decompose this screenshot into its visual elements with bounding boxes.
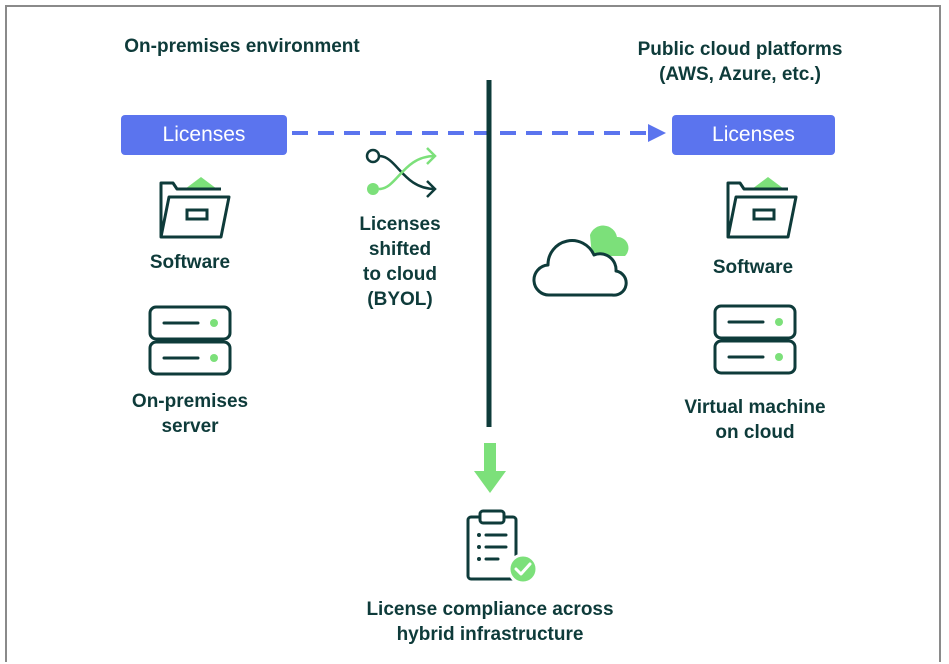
cloud-icon: [532, 225, 629, 297]
server-icon: [713, 304, 797, 375]
right-vm-label: Virtual machine on cloud: [684, 397, 826, 443]
shift-label: Licenses shifted to cloud (BYOL): [359, 214, 441, 310]
right-licenses-box: Licenses: [672, 115, 835, 155]
left-heading: On-premises environment: [124, 36, 360, 57]
shuffle-arrows-icon: [365, 147, 437, 198]
folder-icon: [726, 177, 798, 239]
folder-icon: [159, 177, 231, 239]
right-software-label: Software: [712, 257, 794, 278]
diagram-frame: [5, 5, 941, 662]
server-icon: [148, 305, 232, 376]
compliance-label: License compliance across hybrid infrast…: [366, 599, 614, 645]
left-software-label: Software: [149, 252, 231, 273]
clipboard-check-icon: [466, 509, 539, 585]
right-heading: Public cloud platforms (AWS, Azure, etc.…: [637, 39, 843, 85]
dashed-arrow-head: [648, 124, 666, 142]
down-arrow-icon: [474, 443, 506, 493]
left-server-label: On-premises server: [131, 391, 249, 437]
left-licenses-box: Licenses: [121, 115, 287, 155]
